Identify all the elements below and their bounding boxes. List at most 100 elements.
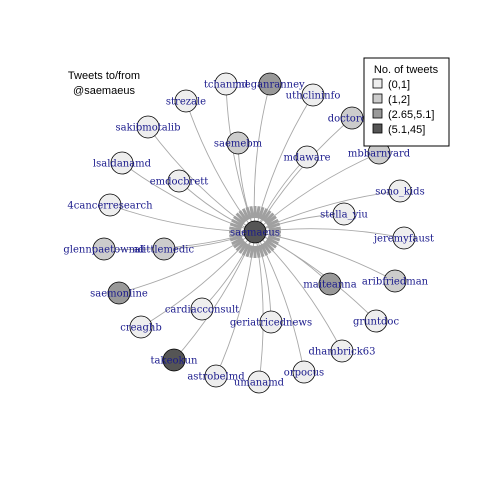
node-umanamd: umanamd xyxy=(234,370,285,394)
hub-arrowhead xyxy=(229,222,243,230)
hub-arrowhead xyxy=(229,234,243,242)
node-label: dhambrick63 xyxy=(308,347,375,358)
node-saemonline: saemonline xyxy=(90,281,148,305)
hub-arrowhead xyxy=(262,242,272,254)
node-circle xyxy=(388,179,412,203)
node-emdocbrett: emdocbrett xyxy=(150,169,209,193)
legend-label: (5.1,45] xyxy=(388,124,425,136)
node-lsaldanamd: lsaldanamd xyxy=(93,151,152,175)
node-astrobelmd: astrobelmd xyxy=(187,364,245,388)
legend-label: (1,2] xyxy=(388,94,410,106)
node-tchanmd: tchanmd xyxy=(204,72,249,96)
node-label: alittlemedic xyxy=(134,245,195,256)
hub-arrowhead xyxy=(255,245,261,258)
hub-arrowhead xyxy=(257,244,265,258)
node-label: tchanmd xyxy=(204,80,249,91)
node-label: creaghb xyxy=(120,323,162,334)
node-label: 4cancerresearch xyxy=(67,201,153,212)
node-jeremyfaust: jeremyfaust xyxy=(373,226,434,250)
edge-emdocbrett xyxy=(178,180,256,233)
node-aribfriedman: aribfriedman xyxy=(362,269,429,293)
node-label: geriatricednews xyxy=(230,318,312,329)
legend-label: (2.65,5.1] xyxy=(388,109,434,121)
node-circle xyxy=(301,83,325,107)
node-stella_yiu: stella_yiu xyxy=(320,202,368,226)
node-saemebm: saemebm xyxy=(214,131,263,155)
node-label: lsaldanamd xyxy=(93,159,152,170)
hub-arrowhead xyxy=(266,237,279,246)
legend-swatch xyxy=(372,93,383,104)
node-cardiacconsult: cardiacconsult xyxy=(165,297,239,321)
node-circle xyxy=(364,309,388,333)
node-label: uthclininfo xyxy=(286,91,341,102)
node-gruntdoc: gruntdoc xyxy=(353,309,399,333)
node-label: maiteanna xyxy=(303,280,356,291)
node-circle xyxy=(332,202,356,226)
node-label: strezale xyxy=(166,97,206,108)
hub-arrowhead xyxy=(229,232,242,238)
hub-arrowhead xyxy=(229,226,242,232)
node-creaghb: creaghb xyxy=(120,315,162,339)
node-alittlemedic: alittlemedic xyxy=(134,237,195,261)
node-takeokun: takeokun xyxy=(151,348,198,372)
hub-arrowhead xyxy=(233,239,245,249)
node-maiteanna: maiteanna xyxy=(303,272,357,296)
legend-title: No. of tweets xyxy=(374,64,439,76)
node-label: mbbarnyard xyxy=(348,149,411,160)
node-dhambrick63: dhambrick63 xyxy=(308,339,376,363)
node-label: mdaware xyxy=(283,153,330,164)
hub-arrowhead xyxy=(266,218,279,227)
hub-arrowhead xyxy=(265,239,277,249)
hub-arrowhead xyxy=(238,210,248,222)
node-circle xyxy=(214,72,238,96)
hub-arrowhead xyxy=(262,210,272,222)
node-circle xyxy=(383,269,407,293)
hub-arrowhead xyxy=(235,212,247,224)
node-saemaeus: saemaeus xyxy=(230,220,280,244)
node-mdaware: mdaware xyxy=(283,145,331,169)
hub-arrowhead xyxy=(238,242,248,254)
legend-swatch xyxy=(372,78,383,89)
node-circle xyxy=(152,237,176,261)
title-line-2: @saemaeus xyxy=(73,85,135,97)
hub-arrowhead xyxy=(265,215,277,225)
node-meganranney: meganranney xyxy=(235,72,305,96)
hub-arrowhead xyxy=(257,206,265,220)
hub-arrowhead xyxy=(267,222,281,230)
node-label: astrobelmd xyxy=(187,372,245,383)
node-label: stella_yiu xyxy=(320,210,368,221)
hub-arrowhead xyxy=(245,244,253,258)
node-label: orpocus xyxy=(284,368,324,379)
node-label: saemaeus xyxy=(230,228,280,239)
node-circle xyxy=(190,297,214,321)
hub-arrowhead xyxy=(268,232,281,238)
node-geriatricednews: geriatricednews xyxy=(230,310,312,334)
node-circle xyxy=(226,131,250,155)
hub-arrowhead xyxy=(241,243,250,256)
node-uthclininfo: uthclininfo xyxy=(286,83,341,107)
hub-arrowhead xyxy=(249,206,255,219)
hub-arrowhead xyxy=(249,245,255,258)
node-doctorobi: doctorobi xyxy=(328,106,376,130)
legend-swatch xyxy=(372,123,383,134)
hub-arrowhead xyxy=(241,208,250,221)
node-label: meganranney xyxy=(235,80,305,91)
node-glennpaetowmd: glennpaetowmd xyxy=(63,237,145,261)
node-circle xyxy=(204,364,228,388)
node-circle xyxy=(340,106,364,130)
legend-label: (0,1] xyxy=(388,79,410,91)
node-circle xyxy=(258,72,282,96)
node-label: saemebm xyxy=(214,139,263,150)
node-label: saemonline xyxy=(90,289,148,300)
hub-arrowhead xyxy=(263,212,275,224)
chart-title: Tweets to/from @saemaeus xyxy=(68,70,140,97)
node-circle xyxy=(247,370,271,394)
title-line-1: Tweets to/from xyxy=(68,70,140,82)
hub-arrowhead xyxy=(231,218,244,227)
node-label: emdocbrett xyxy=(150,177,209,188)
node-circle xyxy=(110,151,134,175)
node-circle xyxy=(295,145,319,169)
node-label: glennpaetowmd xyxy=(63,245,145,256)
